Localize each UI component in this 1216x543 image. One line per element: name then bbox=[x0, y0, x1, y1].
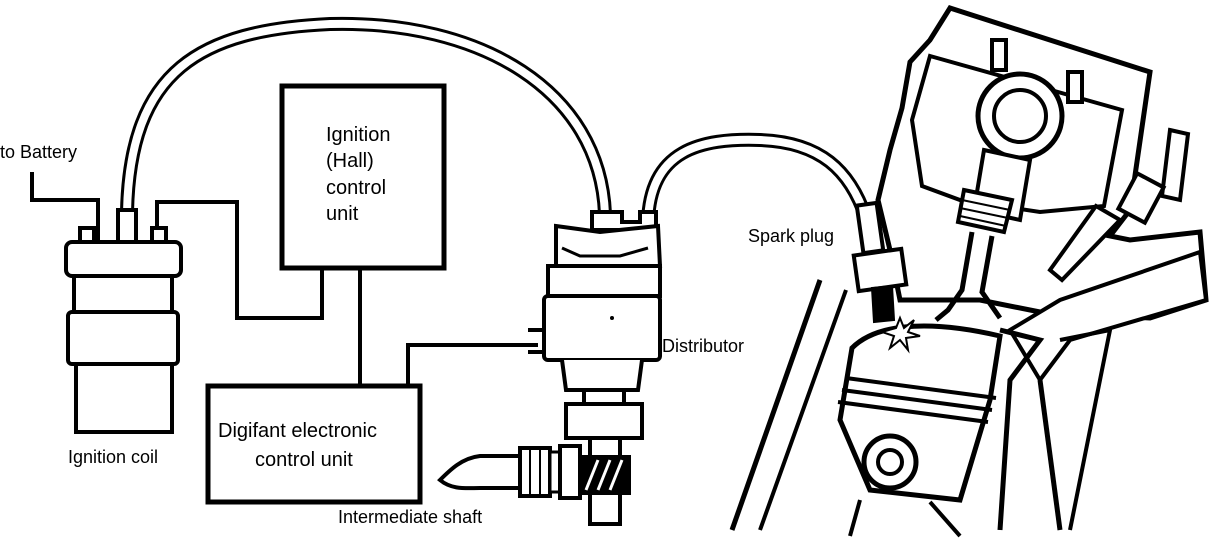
spark-plug bbox=[851, 200, 921, 354]
label-digifant-line-2: control unit bbox=[255, 449, 353, 471]
injector bbox=[1047, 127, 1191, 283]
intermediate-shaft bbox=[437, 444, 582, 500]
ecu-to-distributor-wire bbox=[406, 343, 538, 386]
coil-to-ignition-unit-wire bbox=[155, 200, 324, 320]
label-intermediate-shaft: Intermediate shaft bbox=[338, 507, 482, 527]
battery-wire bbox=[30, 172, 100, 240]
label-distributor: Distributor bbox=[662, 336, 744, 356]
ht-lead-distributor-to-spark-plug bbox=[641, 132, 873, 223]
engine-cross-section bbox=[729, 5, 1209, 538]
label-spark-plug: Spark plug bbox=[748, 226, 834, 246]
label-ignition-unit-line-3: control bbox=[326, 177, 386, 199]
label-ignition-unit-line-2: (Hall) bbox=[326, 150, 374, 172]
label-ignition-unit-line-1: Ignition bbox=[326, 124, 391, 146]
label-ignition-unit-line-4: unit bbox=[326, 203, 359, 225]
spark-icon bbox=[878, 315, 921, 354]
ignition-hall-control-unit bbox=[279, 83, 447, 271]
wiring bbox=[30, 172, 538, 386]
ht-lead-coil-to-distributor bbox=[120, 16, 612, 215]
distributor bbox=[528, 210, 663, 526]
label-to-battery: to Battery bbox=[0, 142, 77, 162]
digifant-control-unit bbox=[205, 383, 423, 505]
label-ignition-coil: Ignition coil bbox=[68, 447, 158, 467]
label-digifant-line-1: Digifant electronic bbox=[218, 420, 377, 442]
ignition-coil bbox=[64, 208, 183, 434]
